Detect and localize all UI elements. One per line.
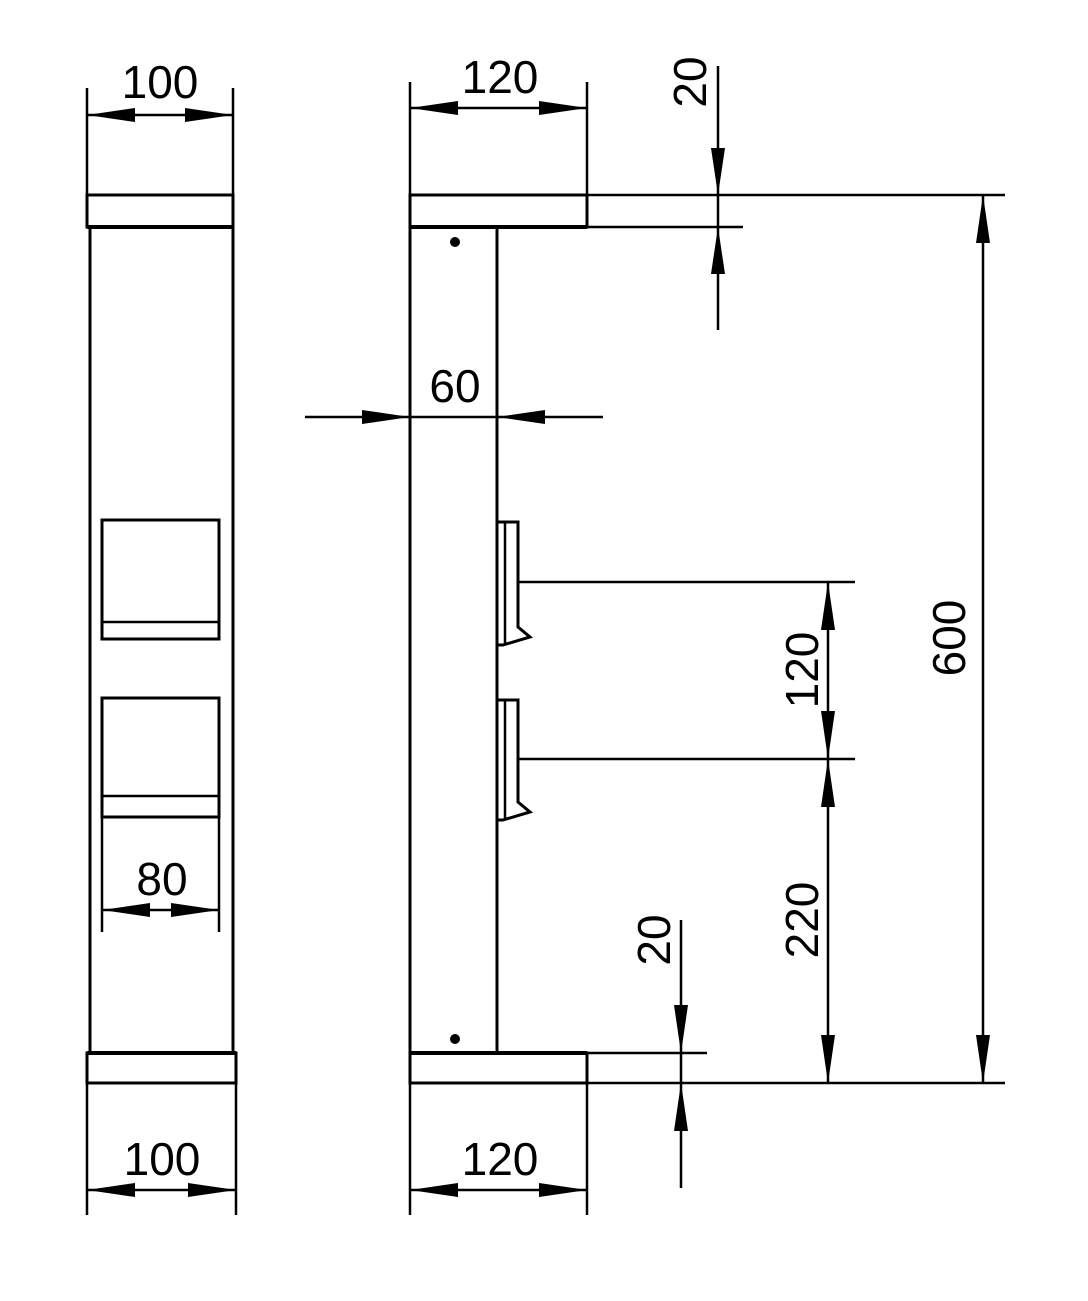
dim-front-box-width: 80 (100, 817, 221, 932)
dim-overall-height: 600 (587, 195, 1005, 1085)
dim-top-flange-thickness: 20 (587, 56, 1005, 330)
dim-side-top-width-label: 120 (462, 51, 539, 103)
dim-front-box-width-label: 80 (136, 853, 187, 905)
side-view: 120 60 20 120 (305, 51, 1005, 1215)
side-top-hole (450, 237, 460, 247)
dim-front-top-width-label: 100 (122, 56, 199, 108)
front-top-cap (85, 193, 235, 229)
side-lower-bracket (495, 698, 534, 822)
dim-side-bottom-width: 120 (408, 1083, 589, 1215)
dim-bracket-height-label: 220 (776, 882, 828, 959)
dim-front-bottom-width: 100 (85, 1083, 238, 1215)
dim-front-bottom-width-label: 100 (124, 1133, 201, 1185)
dim-front-top-width: 100 (85, 56, 235, 195)
front-upper-box (100, 518, 221, 641)
front-lower-box (100, 696, 221, 819)
dim-bracket-spacing: 120 (518, 580, 855, 761)
dim-side-bottom-width-label: 120 (462, 1133, 539, 1185)
front-bottom-cap (85, 1051, 238, 1085)
dim-side-depth: 60 (305, 360, 603, 424)
side-upper-bracket (495, 520, 534, 647)
side-bottom-hole (450, 1034, 460, 1044)
dim-side-top-width: 120 (408, 51, 589, 195)
side-top-flange (408, 193, 589, 229)
front-view: 100 80 100 (85, 56, 238, 1215)
dim-bottom-flange-thickness-label: 20 (628, 914, 680, 965)
dim-side-depth-label: 60 (429, 360, 480, 412)
dim-overall-height-label: 600 (923, 600, 975, 677)
dim-bracket-spacing-label: 120 (776, 632, 828, 709)
dim-top-flange-thickness-label: 20 (664, 56, 716, 107)
side-bottom-flange (408, 1051, 589, 1085)
dim-bottom-flange-thickness: 20 (587, 914, 707, 1188)
dim-bracket-height: 220 (776, 759, 835, 1083)
